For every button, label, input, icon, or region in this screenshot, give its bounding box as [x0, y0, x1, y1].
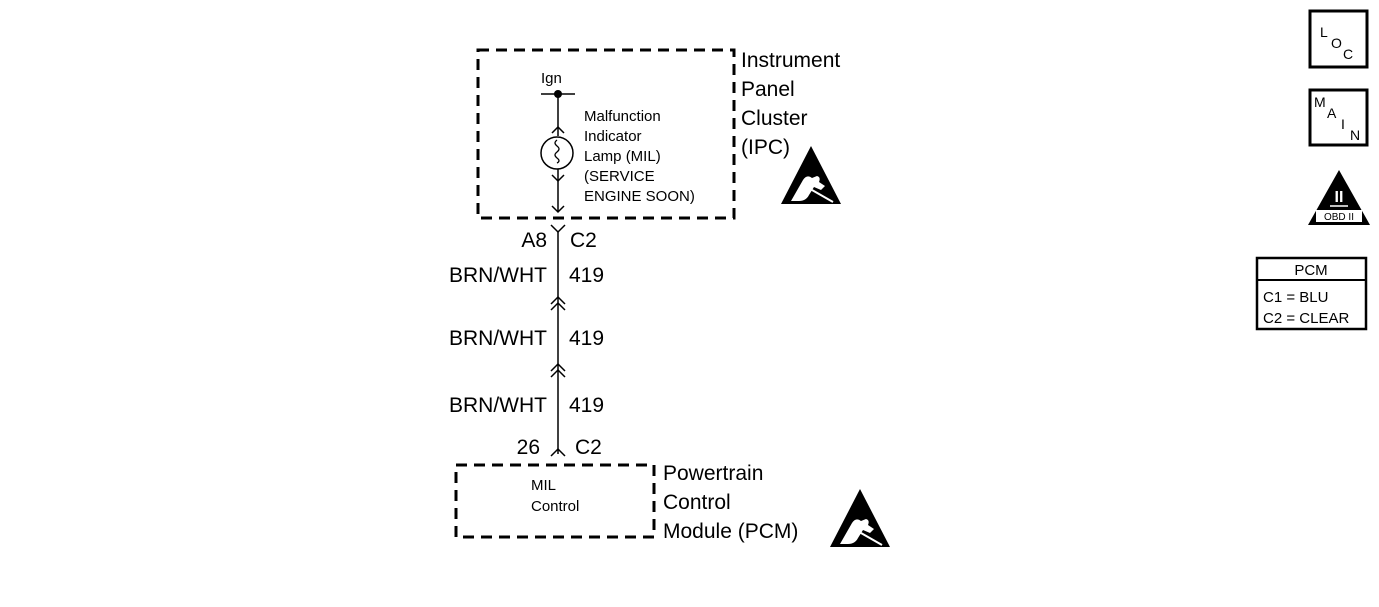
- pcm-dashed-box: [454, 463, 656, 539]
- svg-text:Indicator: Indicator: [584, 128, 642, 145]
- svg-text:O: O: [1331, 35, 1342, 51]
- wire-color-label: BRN/WHT: [449, 394, 547, 417]
- svg-text:C: C: [1343, 46, 1353, 62]
- esd-sensitive-icon: [781, 146, 841, 204]
- ipc-connector-icon: [550, 224, 566, 234]
- ipc-connector-label: C2: [570, 229, 597, 252]
- ipc-name-line-4: (IPC): [741, 136, 790, 159]
- mil-lamp-description: Malfunction Indicator Lamp (MIL) (SERVIC…: [584, 108, 695, 205]
- ign-label: Ign: [541, 70, 562, 87]
- wire-circuit-label: 419: [569, 264, 604, 287]
- svg-text:ENGINE SOON): ENGINE SOON): [584, 188, 695, 205]
- ipc-name-line-2: Panel: [741, 78, 795, 101]
- loc-icon[interactable]: L O C: [1308, 9, 1369, 69]
- svg-text:Powertrain: Powertrain: [663, 462, 763, 485]
- esd-sensitive-icon: [830, 489, 890, 547]
- pcm-name: Powertrain Control Module (PCM): [663, 462, 798, 543]
- svg-text:II: II: [1335, 189, 1344, 206]
- svg-text:N: N: [1350, 127, 1360, 143]
- wire-color-label: BRN/WHT: [449, 264, 547, 287]
- inline-connector-icon: [550, 362, 566, 378]
- legend-row: C1 = BLU: [1263, 289, 1328, 306]
- svg-text:M: M: [1314, 94, 1326, 110]
- wire-circuit-label: 419: [569, 394, 604, 417]
- pcm-inner-label: MIL Control: [531, 477, 579, 515]
- legend-row: C2 = CLEAR: [1263, 310, 1349, 327]
- obd-ii-icon[interactable]: II OBD II: [1308, 170, 1370, 225]
- svg-text:Lamp (MIL): Lamp (MIL): [584, 148, 661, 165]
- ipc-name: Instrument Panel Cluster (IPC): [741, 49, 840, 159]
- lamp-bulb-icon: [540, 136, 574, 170]
- svg-text:(SERVICE: (SERVICE: [584, 168, 655, 185]
- svg-text:OBD II: OBD II: [1324, 212, 1354, 223]
- svg-text:A: A: [1327, 105, 1337, 121]
- ipc-name-line-1: Instrument: [741, 49, 840, 72]
- svg-text:Module (PCM): Module (PCM): [663, 520, 798, 543]
- svg-text:MIL: MIL: [531, 477, 556, 494]
- ipc-pin-label: A8: [521, 229, 547, 252]
- ipc-name-line-3: Cluster: [741, 107, 808, 130]
- wire-color-label: BRN/WHT: [449, 327, 547, 350]
- svg-text:Malfunction: Malfunction: [584, 108, 661, 125]
- legend-title: PCM: [1294, 262, 1327, 279]
- inline-connector-icon: [550, 295, 566, 311]
- wire-circuit-label: 419: [569, 327, 604, 350]
- pcm-pin-label: 26: [517, 436, 540, 459]
- pcm-connector-label: C2: [575, 436, 602, 459]
- svg-text:L: L: [1320, 24, 1328, 40]
- svg-text:Control: Control: [663, 491, 731, 514]
- svg-text:Control: Control: [531, 498, 579, 515]
- pcm-connector-icon: [550, 447, 566, 457]
- svg-text:I: I: [1341, 116, 1345, 132]
- main-icon[interactable]: M A I N: [1308, 88, 1369, 147]
- pcm-connector-legend: PCM C1 = BLU C2 = CLEAR: [1255, 256, 1368, 331]
- ipc-dashed-box: [476, 48, 736, 220]
